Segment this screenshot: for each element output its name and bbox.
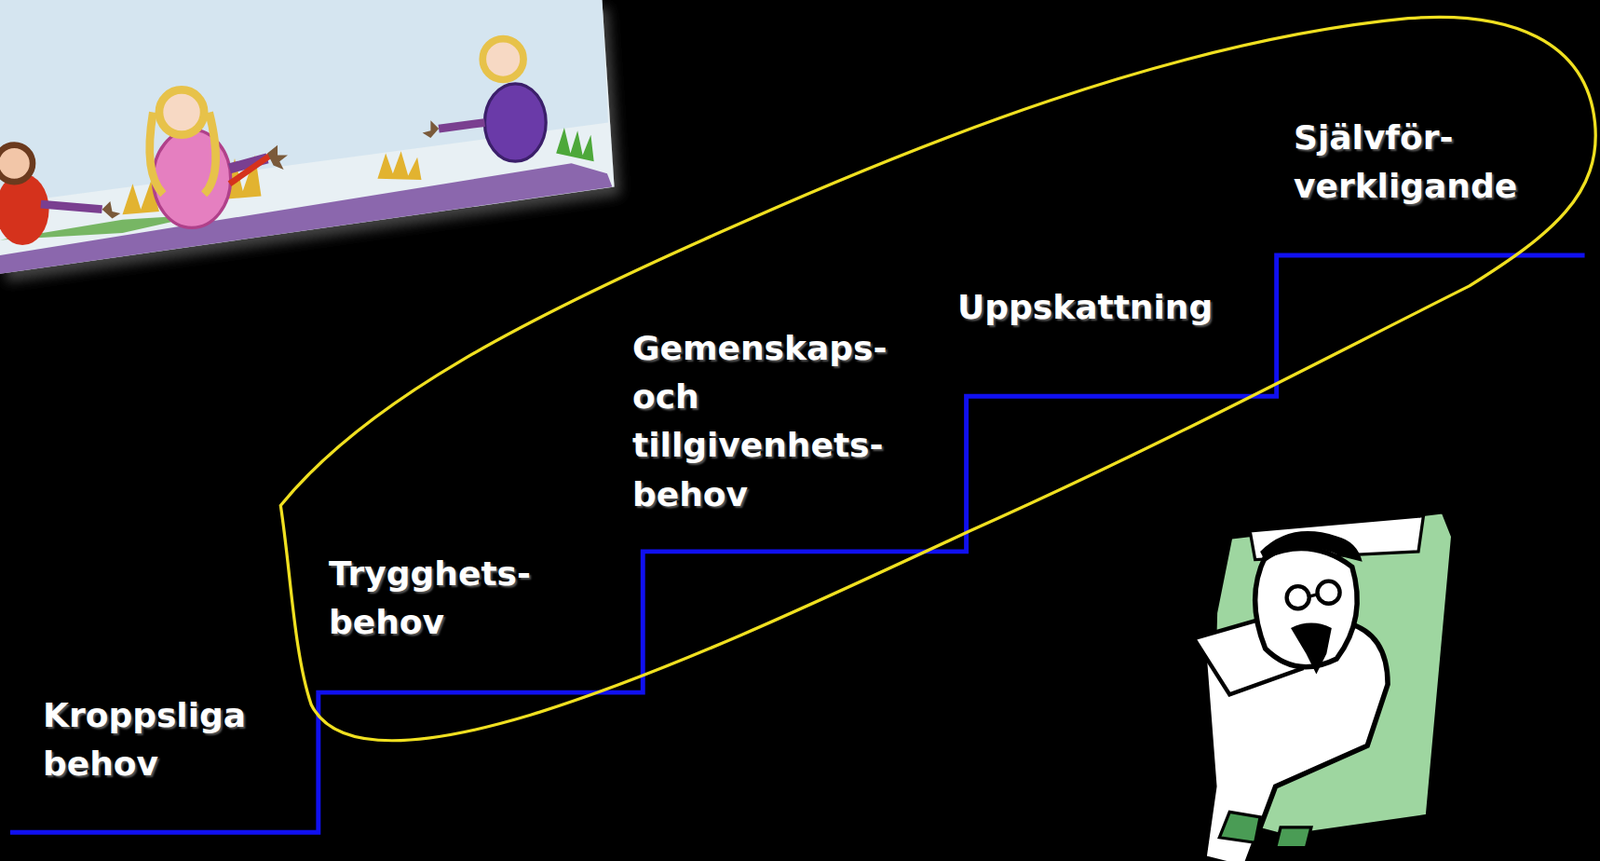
- step-label: Trygghets- behov: [328, 549, 531, 647]
- step-label: Uppskattning: [957, 283, 1213, 332]
- step-label: Kroppsliga behov: [42, 691, 246, 788]
- child-drawing: [0, 0, 615, 274]
- step-label: Självför- verkligande: [1293, 113, 1518, 211]
- psychologist-clipart: [1193, 510, 1454, 861]
- step-label: Gemenskaps- och tillgivenhets- behov: [632, 324, 887, 519]
